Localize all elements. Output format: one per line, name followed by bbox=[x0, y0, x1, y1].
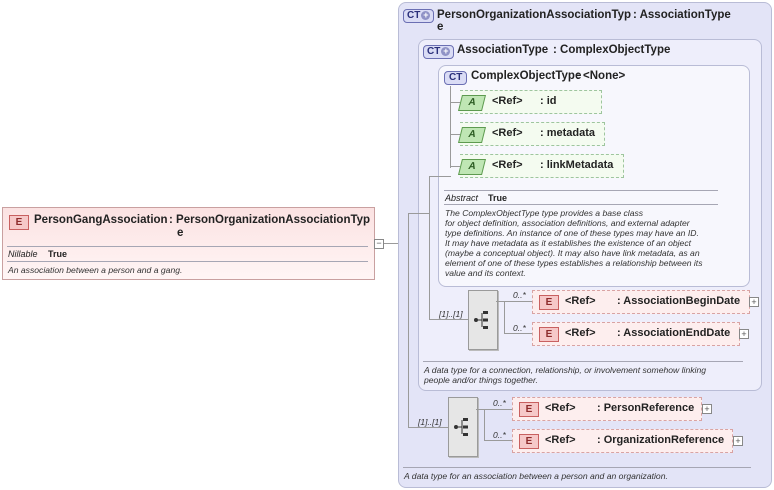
element-association-end-date[interactable]: E <Ref> : AssociationEndDate bbox=[532, 322, 740, 346]
doc-line: type definitions. An instance of one of … bbox=[445, 228, 699, 238]
connector bbox=[504, 301, 532, 302]
element-badge: E bbox=[539, 327, 559, 342]
complex-type-badge: CT bbox=[403, 9, 435, 23]
divider bbox=[444, 204, 718, 205]
complex-type-doc: A data type for an association between a… bbox=[404, 471, 668, 481]
complex-type-doc-line1: A data type for a connection, relationsh… bbox=[424, 365, 706, 375]
complex-type-base: : AssociationType bbox=[633, 9, 731, 21]
element-doc: An association between a person and a ga… bbox=[8, 265, 183, 275]
sequence-compositor[interactable] bbox=[468, 290, 498, 350]
prop-key: Abstract bbox=[445, 193, 479, 203]
attribute-name: : metadata bbox=[540, 127, 596, 139]
attribute-badge: A bbox=[458, 95, 486, 111]
element-ref: <Ref> bbox=[545, 402, 576, 414]
sequence-compositor[interactable] bbox=[448, 397, 478, 457]
connector bbox=[504, 301, 505, 334]
element-badge: E bbox=[539, 295, 559, 310]
divider bbox=[403, 467, 751, 468]
complex-type-name: PersonOrganizationAssociationTyp bbox=[437, 9, 632, 21]
prop-value: True bbox=[488, 193, 508, 203]
prop-key: Nillable bbox=[8, 249, 38, 259]
expand-toggle[interactable]: + bbox=[739, 329, 749, 339]
element-ref: <Ref> bbox=[565, 327, 596, 339]
element-badge: E bbox=[519, 434, 539, 449]
element-name: PersonGangAssociation bbox=[34, 214, 168, 226]
attribute-id[interactable]: A <Ref> : id bbox=[458, 90, 602, 114]
divider bbox=[444, 190, 718, 191]
complex-type-name: ComplexObjectType bbox=[471, 70, 582, 82]
doc-line: element of one of these types establishe… bbox=[445, 258, 703, 268]
sequence-icon bbox=[454, 418, 468, 436]
element-person-reference[interactable]: E <Ref> : PersonReference bbox=[512, 397, 702, 421]
sequence-icon bbox=[474, 311, 488, 329]
element-type-line1: : PersonOrganizationAssociationTyp bbox=[169, 214, 371, 226]
element-cardinality: 0..* bbox=[513, 290, 526, 300]
expand-toggle[interactable]: + bbox=[733, 436, 743, 446]
element-cardinality: 0..* bbox=[493, 398, 506, 408]
expand-toggle[interactable]: + bbox=[749, 297, 759, 307]
doc-line: (maybe a conceptual object). It may also… bbox=[445, 248, 700, 258]
attribute-name: : id bbox=[540, 95, 557, 107]
complex-type-base: : ComplexObjectType bbox=[553, 44, 671, 56]
element-name: : PersonReference bbox=[597, 402, 695, 414]
attribute-name: : linkMetadata bbox=[540, 159, 614, 171]
element-person-gang-association[interactable]: E PersonGangAssociation : PersonOrganiza… bbox=[2, 207, 375, 280]
attribute-ref: <Ref> bbox=[492, 95, 523, 107]
sequence-cardinality: [1]..[1] bbox=[418, 417, 442, 427]
element-ref: <Ref> bbox=[545, 434, 576, 446]
complex-type-badge: CT bbox=[444, 71, 468, 85]
connector bbox=[450, 166, 462, 167]
connector bbox=[476, 409, 484, 410]
divider bbox=[7, 261, 368, 262]
doc-line: for object definition, association defin… bbox=[445, 218, 690, 228]
complex-type-base: : <None> bbox=[576, 70, 626, 82]
element-name: : AssociationBeginDate bbox=[617, 295, 741, 307]
collapse-toggle[interactable]: − bbox=[374, 239, 384, 249]
element-organization-reference[interactable]: E <Ref> : OrganizationReference bbox=[512, 429, 733, 453]
connector bbox=[408, 213, 409, 428]
attribute-ref: <Ref> bbox=[492, 159, 523, 171]
element-cardinality: 0..* bbox=[513, 323, 526, 333]
connector bbox=[450, 134, 462, 135]
connector bbox=[408, 427, 448, 428]
connector bbox=[408, 213, 430, 214]
element-name: : AssociationEndDate bbox=[617, 327, 731, 339]
connector bbox=[429, 319, 468, 320]
doc-line: The ComplexObjectType type provides a ba… bbox=[445, 208, 644, 218]
connector bbox=[429, 176, 451, 177]
expand-toggle[interactable]: + bbox=[702, 404, 712, 414]
complex-type-badge: CT bbox=[423, 45, 455, 59]
element-type-line2: e bbox=[177, 227, 184, 239]
divider bbox=[423, 361, 743, 362]
element-badge: E bbox=[519, 402, 539, 417]
attribute-link-metadata[interactable]: A <Ref> : linkMetadata bbox=[458, 154, 624, 178]
connector bbox=[484, 440, 512, 441]
connector bbox=[384, 243, 408, 244]
connector bbox=[484, 409, 512, 410]
doc-line: It may have metadata as it establishes t… bbox=[445, 238, 692, 248]
attribute-badge: A bbox=[458, 127, 486, 143]
doc-line: value and its context. bbox=[445, 268, 526, 278]
connector bbox=[450, 86, 451, 168]
element-association-begin-date[interactable]: E <Ref> : AssociationBeginDate bbox=[532, 290, 750, 314]
element-badge: E bbox=[9, 215, 29, 230]
connector bbox=[484, 409, 485, 441]
complex-type-name: AssociationType bbox=[457, 44, 549, 56]
sequence-cardinality: [1]..[1] bbox=[439, 309, 463, 319]
element-name: : OrganizationReference bbox=[597, 434, 725, 446]
connector bbox=[429, 176, 430, 320]
element-ref: <Ref> bbox=[565, 295, 596, 307]
element-cardinality: 0..* bbox=[493, 430, 506, 440]
attribute-badge: A bbox=[458, 159, 486, 175]
divider bbox=[7, 246, 368, 247]
complex-type-name-wrap: e bbox=[437, 21, 444, 33]
connector bbox=[504, 333, 532, 334]
connector bbox=[450, 102, 462, 103]
connector bbox=[496, 301, 504, 302]
attribute-metadata[interactable]: A <Ref> : metadata bbox=[458, 122, 605, 146]
complex-type-doc-line2: people and/or things together. bbox=[424, 375, 538, 385]
prop-value: True bbox=[48, 249, 68, 259]
attribute-ref: <Ref> bbox=[492, 127, 523, 139]
